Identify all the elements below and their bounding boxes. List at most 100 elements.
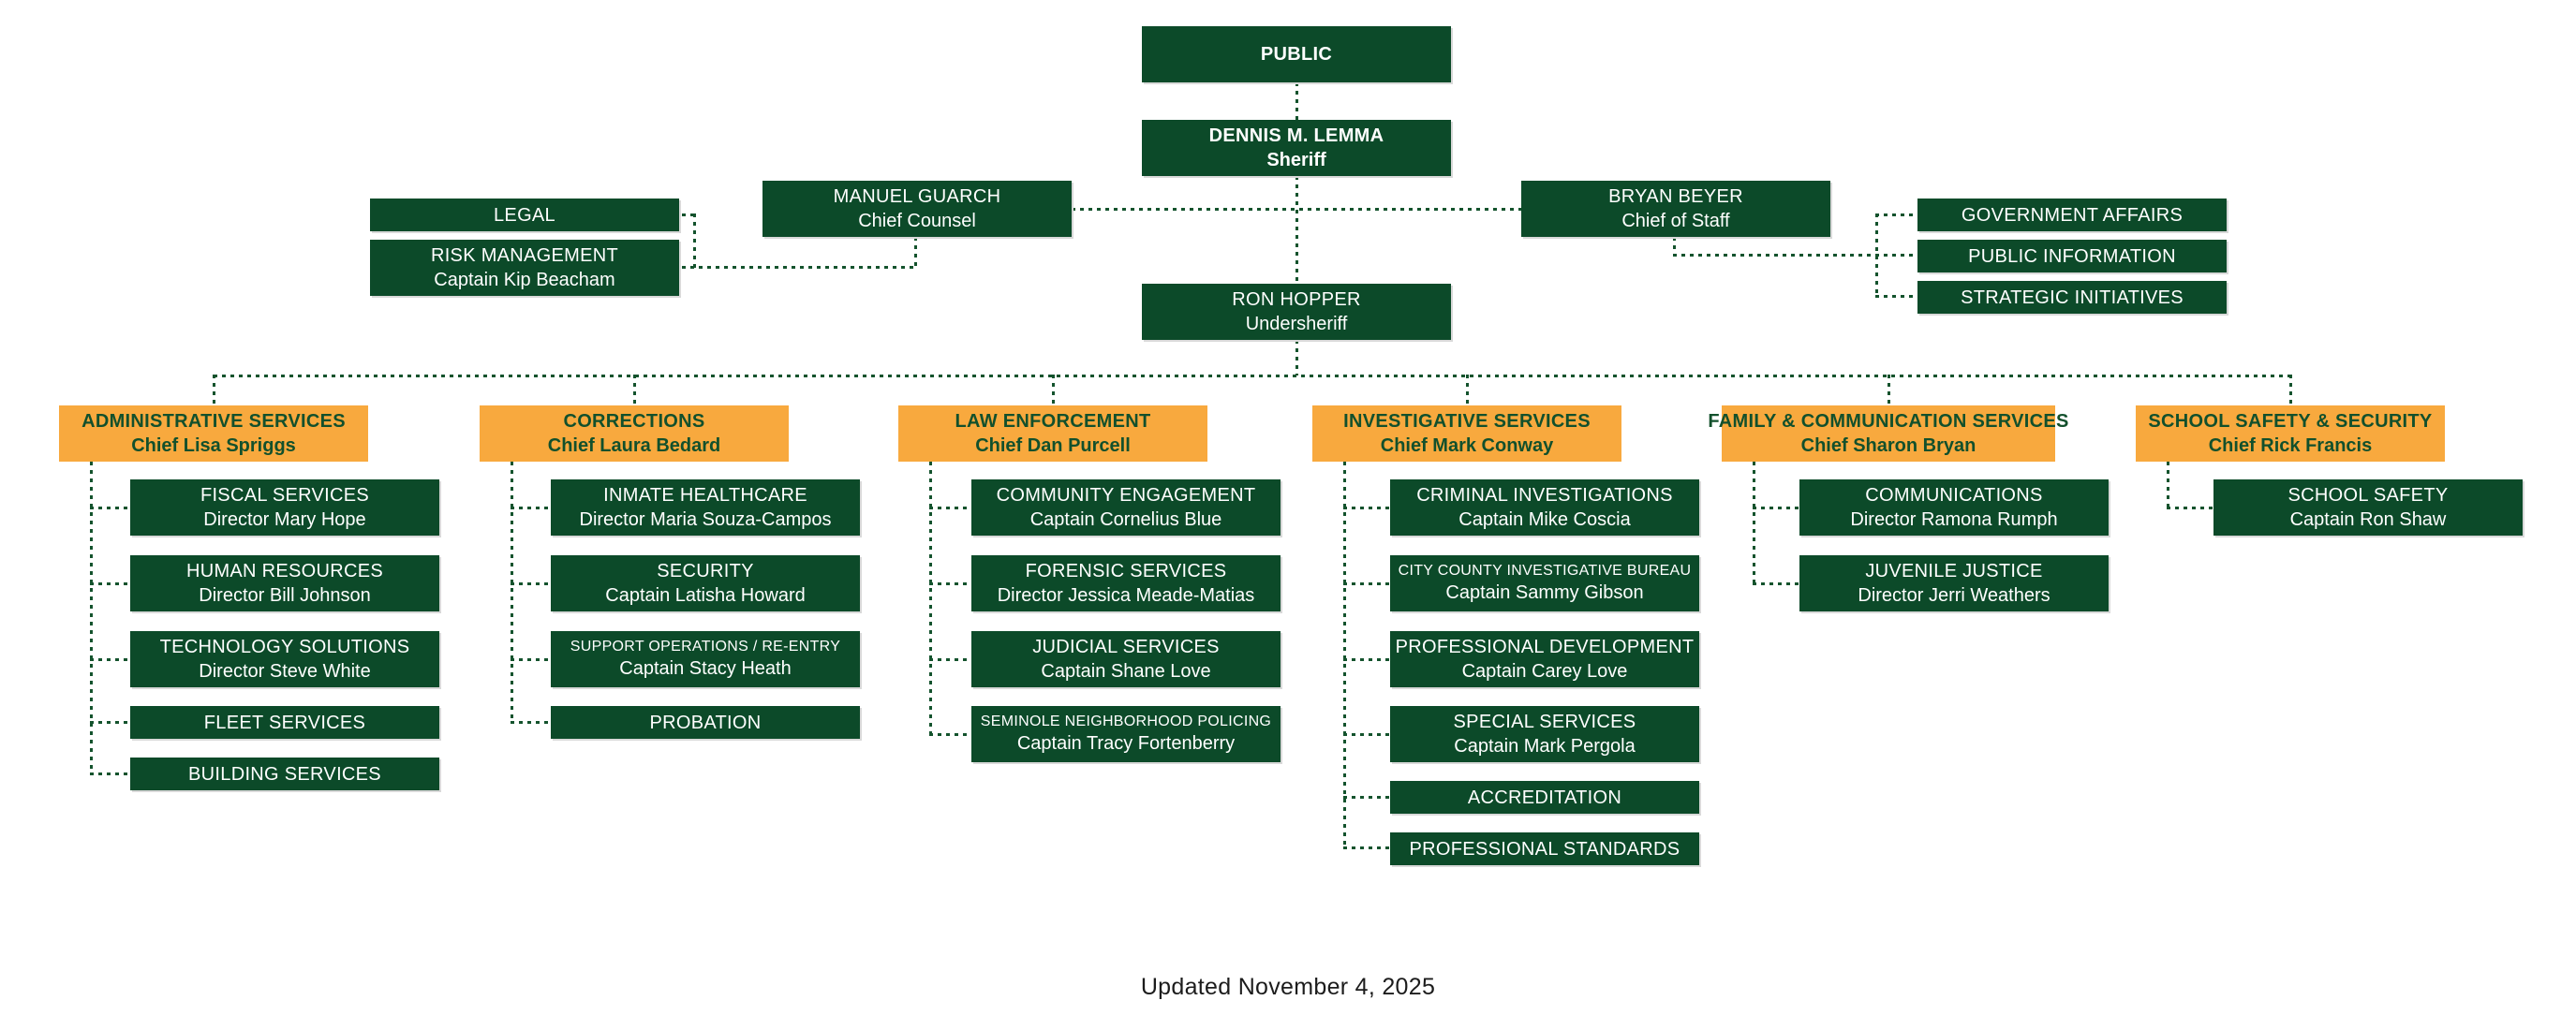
unit-title: SPECIAL SERVICES xyxy=(1453,712,1636,732)
connector-line xyxy=(90,658,130,661)
box-title: PUBLIC xyxy=(1260,44,1333,65)
connector-line xyxy=(929,733,971,736)
division-chief: Chief Lisa Spriggs xyxy=(131,435,296,456)
box-subtitle: Undersheriff xyxy=(1245,314,1348,334)
division-title: INVESTIGATIVE SERVICES xyxy=(1343,411,1591,432)
unit-forensic-services: FORENSIC SERVICES Director Jessica Meade… xyxy=(971,555,1281,611)
unit-building-services: BUILDING SERVICES xyxy=(130,758,439,790)
connector-line xyxy=(1875,213,1917,216)
division-school-safety-security: SCHOOL SAFETY & SECURITY Chief Rick Fran… xyxy=(2136,405,2445,462)
connector-line xyxy=(929,507,971,509)
unit-title: SCHOOL SAFETY xyxy=(2287,485,2449,506)
connector-line xyxy=(693,213,696,268)
unit-human-resources: HUMAN RESOURCES Director Bill Johnson xyxy=(130,555,439,611)
box-subtitle: Chief Counsel xyxy=(858,211,976,231)
unit-title: BUILDING SERVICES xyxy=(188,763,381,785)
unit-communications: COMMUNICATIONS Director Ramona Rumph xyxy=(1799,479,2109,536)
unit-judicial-services: JUDICIAL SERVICES Captain Shane Love xyxy=(971,631,1281,687)
connector-line xyxy=(1343,582,1390,585)
connector-line xyxy=(1052,375,1055,405)
box-title: RON HOPPER xyxy=(1232,289,1361,310)
connector-line xyxy=(1343,733,1390,736)
connector-line xyxy=(914,237,917,268)
connector-line xyxy=(1295,176,1298,284)
connector-line xyxy=(90,462,93,774)
public-information-box: PUBLIC INFORMATION xyxy=(1917,240,2227,272)
connector-line xyxy=(90,582,130,585)
unit-subtitle: Director Mary Hope xyxy=(203,509,366,530)
unit-title: CITY COUNTY INVESTIGATIVE BUREAU xyxy=(1398,562,1692,579)
connector-line xyxy=(674,266,916,269)
unit-subtitle: Director Jessica Meade-Matias xyxy=(997,585,1255,606)
unit-subtitle: Director Bill Johnson xyxy=(199,585,371,606)
box-subtitle: Sheriff xyxy=(1266,150,1326,170)
updated-date-label: Updated November 4, 2025 xyxy=(1140,974,1436,1000)
connector-line xyxy=(674,213,696,216)
division-investigative-services: INVESTIGATIVE SERVICES Chief Mark Conway xyxy=(1312,405,1621,462)
connector-line xyxy=(511,658,551,661)
division-chief: Chief Mark Conway xyxy=(1380,435,1554,456)
connector-line xyxy=(90,721,130,724)
connector-line xyxy=(1888,375,1890,405)
unit-city-county-investigative-bureau: CITY COUNTY INVESTIGATIVE BUREAU Captain… xyxy=(1390,555,1699,611)
legal-box: LEGAL xyxy=(370,199,679,231)
connector-line xyxy=(1753,582,1799,585)
unit-title: SEMINOLE NEIGHBORHOOD POLICING xyxy=(980,713,1272,729)
unit-subtitle: Director Ramona Rumph xyxy=(1850,509,2058,530)
unit-subtitle: Director Jerri Weathers xyxy=(1858,585,2050,606)
connector-line xyxy=(1343,658,1390,661)
connector-line xyxy=(929,582,971,585)
unit-subtitle: Captain Sammy Gibson xyxy=(1445,582,1644,604)
unit-subtitle: Captain Latisha Howard xyxy=(605,585,806,606)
division-title: SCHOOL SAFETY & SECURITY xyxy=(2148,411,2433,432)
unit-title: CRIMINAL INVESTIGATIONS xyxy=(1416,485,1673,506)
division-chief: Chief Laura Bedard xyxy=(547,435,721,456)
division-title: CORRECTIONS xyxy=(563,411,705,432)
connector-line xyxy=(929,462,932,734)
division-law-enforcement: LAW ENFORCEMENT Chief Dan Purcell xyxy=(898,405,1207,462)
connector-line xyxy=(1753,462,1755,583)
connector-line xyxy=(929,658,971,661)
box-title: MANUEL GUARCH xyxy=(833,186,1001,207)
unit-title: SECURITY xyxy=(657,561,754,581)
unit-title: PROFESSIONAL DEVELOPMENT xyxy=(1395,637,1695,657)
unit-subtitle: Captain Shane Love xyxy=(1041,661,1211,682)
box-title: LEGAL xyxy=(494,204,555,226)
connector-line xyxy=(1343,846,1390,849)
unit-security: SECURITY Captain Latisha Howard xyxy=(551,555,860,611)
unit-school-safety: SCHOOL SAFETY Captain Ron Shaw xyxy=(2213,479,2523,536)
connector-line xyxy=(90,772,130,775)
unit-subtitle: Captain Carey Love xyxy=(1461,661,1628,682)
connector-line xyxy=(1295,340,1298,375)
connector-line xyxy=(1072,208,1521,211)
connector-line xyxy=(1875,295,1917,298)
connector-line xyxy=(633,375,636,405)
box-subtitle: Chief of Staff xyxy=(1621,211,1730,231)
unit-title: FISCAL SERVICES xyxy=(200,485,370,506)
unit-professional-standards: PROFESSIONAL STANDARDS xyxy=(1390,832,1699,865)
connector-line xyxy=(1343,796,1390,799)
public-box: PUBLIC xyxy=(1142,26,1451,82)
connector-line xyxy=(1753,507,1799,509)
connector-line xyxy=(511,462,513,722)
division-administrative-services: ADMINISTRATIVE SERVICES Chief Lisa Sprig… xyxy=(59,405,368,462)
unit-title: COMMUNITY ENGAGEMENT xyxy=(996,485,1256,506)
connector-line xyxy=(1875,213,1878,297)
unit-title: PROBATION xyxy=(649,712,762,733)
chief-of-staff-box: BRYAN BEYER Chief of Staff xyxy=(1521,181,1830,237)
connector-line xyxy=(1673,237,1676,256)
unit-subtitle: Captain Ron Shaw xyxy=(2289,509,2447,530)
unit-juvenile-justice: JUVENILE JUSTICE Director Jerri Weathers xyxy=(1799,555,2109,611)
box-title: DENNIS M. LEMMA xyxy=(1208,125,1384,146)
unit-title: JUDICIAL SERVICES xyxy=(1032,637,1220,657)
connector-line xyxy=(214,375,2290,377)
division-title: FAMILY & COMMUNICATION SERVICES xyxy=(1708,411,2069,432)
connector-line xyxy=(213,375,215,405)
connector-line xyxy=(2167,462,2169,508)
unit-title: SUPPORT OPERATIONS / RE-ENTRY xyxy=(570,638,841,655)
unit-special-services: SPECIAL SERVICES Captain Mark Pergola xyxy=(1390,706,1699,762)
unit-accreditation: ACCREDITATION xyxy=(1390,781,1699,814)
strategic-initiatives-box: STRATEGIC INITIATIVES xyxy=(1917,281,2227,314)
chief-counsel-box: MANUEL GUARCH Chief Counsel xyxy=(762,181,1072,237)
